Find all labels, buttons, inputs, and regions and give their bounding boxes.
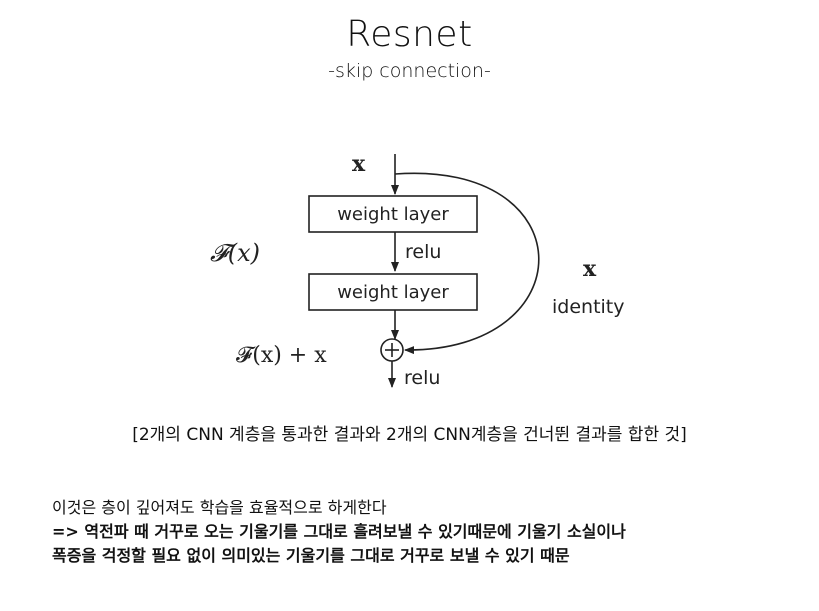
relu-out-label: relu [404, 367, 440, 389]
page-subtitle: -skip connection- [328, 60, 491, 82]
input-x-label: x [352, 151, 366, 177]
identity-label: identity [552, 296, 625, 318]
weight-layer-2-box [308, 273, 478, 311]
note-line-2: => 역전파 때 거꾸로 오는 기울기를 그대로 흘려보낼 수 있기때문에 기울… [52, 522, 626, 541]
page-title: Resnet [346, 14, 473, 55]
sum-expression-label: 𝓕(x) + x [236, 343, 327, 368]
skip-x-label: x [583, 256, 597, 282]
skip-connection-curve [394, 172, 540, 355]
relu-mid-label: relu [405, 241, 441, 263]
weight-layer-2-label: weight layer [337, 282, 449, 303]
weight-layer-1-label: weight layer [337, 204, 449, 225]
diagram-caption: [2개의 CNN 계층을 통과한 결과와 2개의 CNN계층을 건너뛴 결과를 … [132, 425, 687, 445]
note-line-3: 폭증을 걱정할 필요 없이 의미있는 기울기를 그대로 거꾸로 보낼 수 있기 … [52, 546, 570, 565]
residual-function-label: 𝓕(x) [210, 239, 260, 267]
note-line-1: 이것은 층이 깊어져도 학습을 효율적으로 하게한다 [52, 498, 387, 517]
weight-layer-1-box [308, 195, 478, 233]
